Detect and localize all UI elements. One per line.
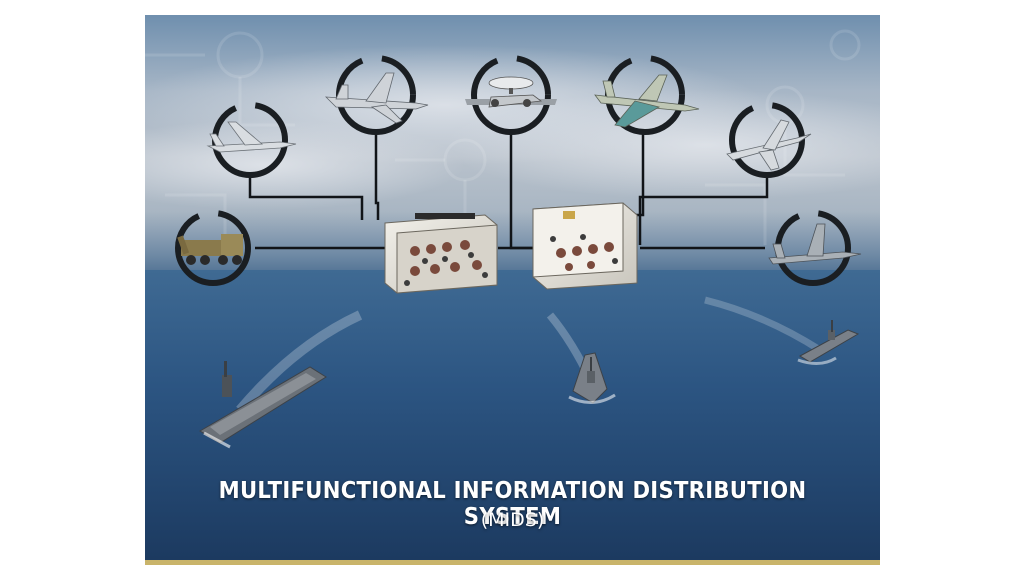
ring-awacs	[465, 55, 557, 135]
mids-diagram-panel: MULTIFUNCTIONAL INFORMATION DISTRIBUTION…	[145, 15, 880, 560]
fighter-jet-icon	[206, 121, 297, 153]
mids-terminal-icon	[384, 213, 498, 294]
truck-icon	[177, 234, 243, 265]
ring-jet-5	[768, 210, 862, 286]
ring-jet-2	[324, 55, 429, 135]
diagram-scene	[145, 29, 880, 560]
background	[145, 29, 880, 560]
connector-jet-1	[248, 175, 364, 220]
mids-terminals	[384, 202, 638, 294]
destroyer-icon	[568, 352, 616, 404]
connector-jet-4	[638, 175, 769, 245]
fighter-jet-icon	[324, 72, 429, 124]
mids-terminal-icon	[532, 202, 638, 290]
ring-jet-3	[594, 55, 700, 135]
platform-rings	[175, 55, 862, 286]
ring-truck	[175, 210, 251, 286]
accent-strip	[145, 560, 880, 565]
awacs-aircraft-icon	[465, 76, 557, 108]
fighter-jet-icon	[726, 119, 812, 171]
connector-jet-2	[374, 133, 380, 220]
diagram-title: MULTIFUNCTIONAL INFORMATION DISTRIBUTION…	[218, 478, 807, 530]
ring-jet-1	[206, 102, 297, 178]
aircraft-carrier-icon	[199, 361, 327, 449]
destroyer-icon	[797, 320, 860, 365]
ring-jet-4	[726, 102, 812, 178]
fighter-jet-icon	[768, 223, 862, 265]
ships	[199, 320, 860, 449]
fighter-jet-icon	[594, 74, 700, 128]
diagram-subtitle: (MIDS)	[480, 509, 545, 531]
connector-lines	[248, 130, 769, 250]
